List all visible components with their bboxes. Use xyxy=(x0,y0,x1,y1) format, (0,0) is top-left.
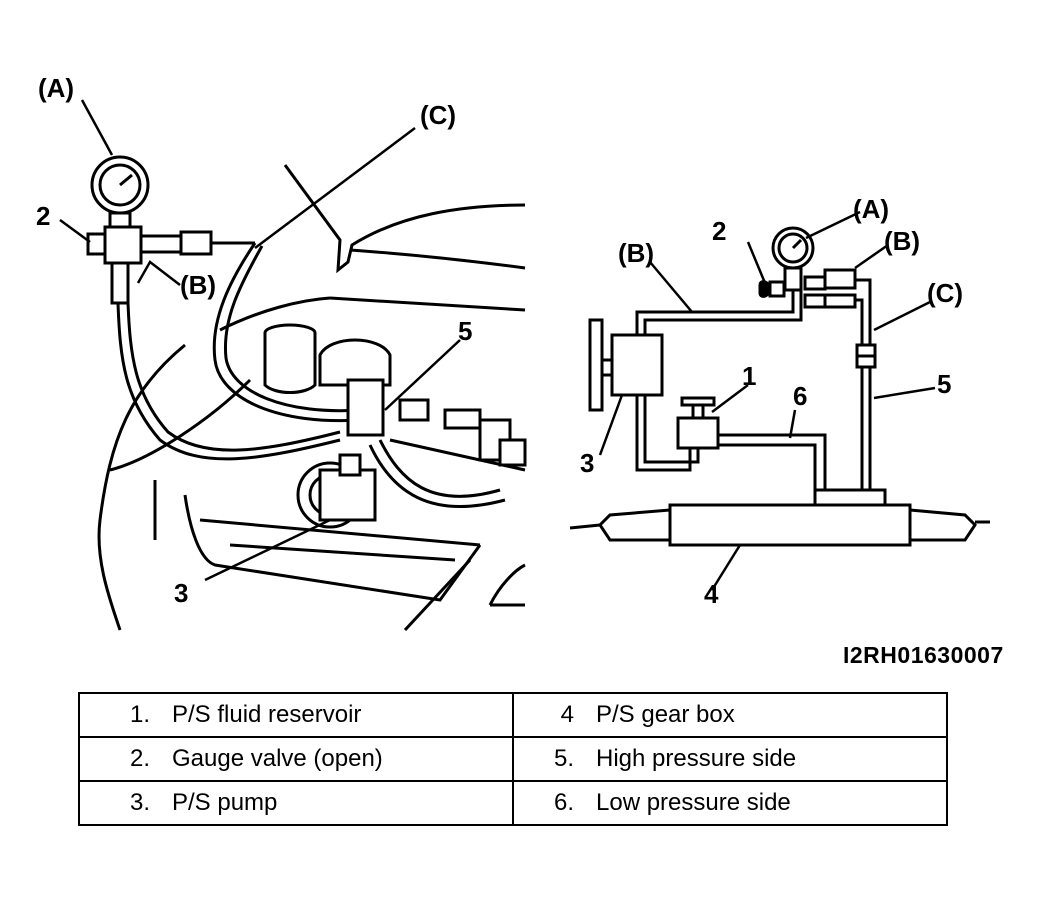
legend-table: 1. P/S fluid reservoir 4 P/S gear box 2. Ga… xyxy=(78,692,948,826)
pressure-test-diagram: (A) 2 (B) (C) 5 3 xyxy=(36,73,990,632)
callout-1-right: 1 xyxy=(742,361,756,391)
legend-number: 3. xyxy=(129,789,150,816)
legend-label: High pressure side xyxy=(596,745,797,772)
callout-b-right-right: (B) xyxy=(884,226,920,256)
legend-cell: 4 P/S gear box xyxy=(512,692,948,738)
callout-3-right: 3 xyxy=(580,448,594,478)
callout-b-right-left: (B) xyxy=(618,238,654,268)
callout-c-right: (C) xyxy=(927,278,963,308)
legend-cell: 1. P/S fluid reservoir xyxy=(78,692,514,738)
legend-label: Gauge valve (open) xyxy=(172,745,383,772)
callout-b-left: (B) xyxy=(180,270,216,300)
legend-cell: 6. Low pressure side xyxy=(512,780,948,826)
legend-number: 5. xyxy=(553,745,574,772)
callout-a-left: (A) xyxy=(38,73,74,103)
callout-5-right: 5 xyxy=(937,369,951,399)
hoses-left xyxy=(116,242,506,509)
legend-row: 2. Gauge valve (open) 5. High pressure sid… xyxy=(78,736,948,782)
legend-cell: 3. P/S pump xyxy=(78,780,514,826)
callout-2-left: 2 xyxy=(36,201,50,231)
callout-3-left: 3 xyxy=(174,578,188,608)
pump-and-reservoir-left xyxy=(263,323,527,529)
callout-c-left: (C) xyxy=(420,100,456,130)
legend-number: 2. xyxy=(129,745,150,772)
callout-6-right: 6 xyxy=(793,381,807,411)
legend-number: 4 xyxy=(560,701,574,728)
legend-number: 6. xyxy=(553,789,574,816)
legend-cell: 5. High pressure side xyxy=(512,736,948,782)
hydraulic-schematic xyxy=(569,226,990,547)
callout-2-right: 2 xyxy=(712,216,726,246)
legend-row: 3. P/S pump 6. Low pressure side xyxy=(78,780,948,826)
figure-id: I2RH01630007 xyxy=(843,642,1004,668)
legend-number: 1. xyxy=(129,701,150,728)
pressure-gauge-left xyxy=(86,155,255,305)
legend-cell: 2. Gauge valve (open) xyxy=(78,736,514,782)
legend-label: P/S fluid reservoir xyxy=(172,701,362,728)
callout-a-right: (A) xyxy=(853,194,889,224)
legend-label: Low pressure side xyxy=(596,789,791,816)
legend-row: 1. P/S fluid reservoir 4 P/S gear box xyxy=(78,692,948,738)
leader-lines-right xyxy=(598,210,936,591)
leader-lines-left xyxy=(59,99,461,582)
legend-label: P/S pump xyxy=(172,789,278,816)
callout-4-right: 4 xyxy=(704,579,719,609)
callout-5-left: 5 xyxy=(458,316,472,346)
legend-label: P/S gear box xyxy=(596,701,735,728)
